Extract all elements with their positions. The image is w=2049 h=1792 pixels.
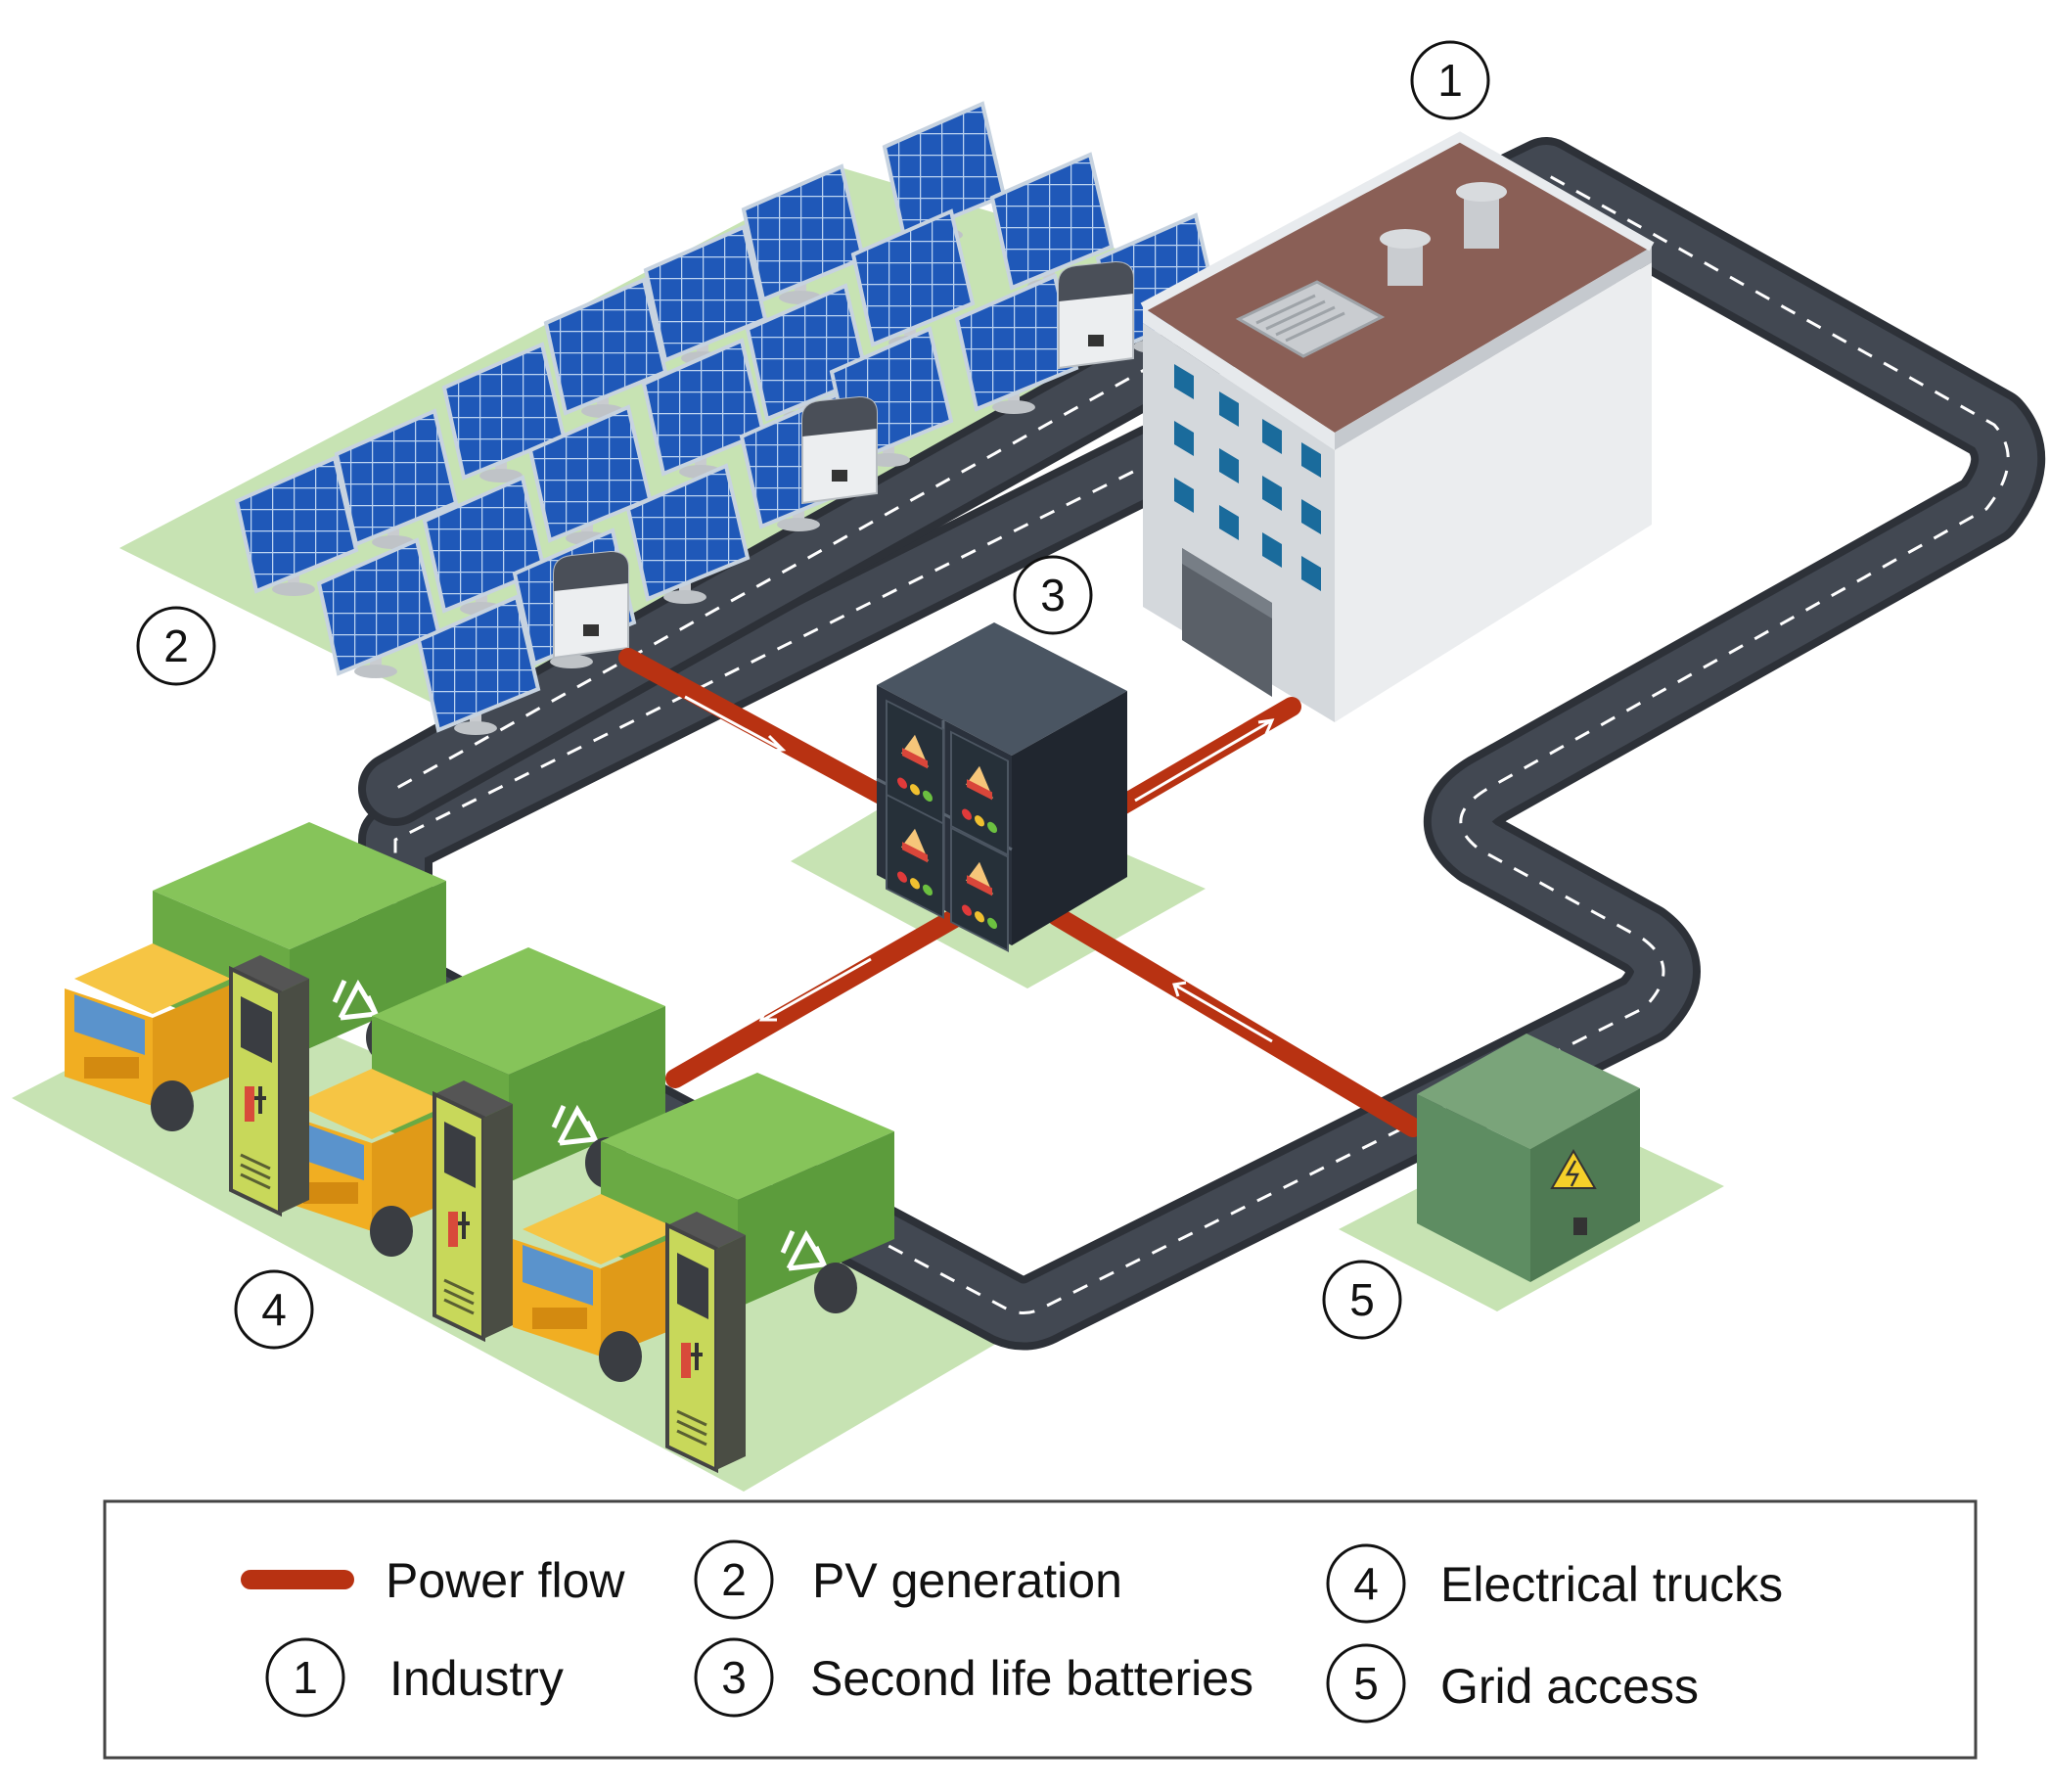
svg-text:Second life batteries: Second life batteries: [810, 1651, 1253, 1706]
svg-text:4: 4: [1353, 1558, 1379, 1609]
svg-text:Electrical trucks: Electrical trucks: [1440, 1557, 1783, 1612]
svg-text:2: 2: [163, 620, 189, 671]
svg-text:5: 5: [1349, 1274, 1375, 1325]
building-icon: [1140, 131, 1655, 722]
svg-text:1: 1: [293, 1652, 318, 1703]
charger-icon: [229, 953, 311, 1216]
legend: Power flow 1 Industry 2 PV generation 3 …: [103, 1499, 1978, 1760]
marker-pv: 2: [136, 606, 216, 686]
svg-text:4: 4: [261, 1284, 287, 1335]
high-voltage-icon: [1550, 1149, 1597, 1189]
legend-industry: 1 Industry: [265, 1637, 564, 1718]
svg-text:3: 3: [721, 1652, 747, 1703]
svg-text:2: 2: [721, 1554, 747, 1605]
inverter-icon: [553, 551, 629, 659]
svg-text:Industry: Industry: [389, 1651, 564, 1706]
svg-text:Power flow: Power flow: [386, 1553, 625, 1608]
legend-electrical-trucks: 4 Electrical trucks: [1326, 1543, 1783, 1624]
marker-trucks: 4: [234, 1269, 314, 1350]
svg-text:5: 5: [1353, 1658, 1379, 1709]
grid-access-box: [1417, 1034, 1640, 1282]
marker-batteries: 3: [1013, 555, 1093, 635]
legend-second-life-batteries: 3 Second life batteries: [694, 1637, 1253, 1718]
marker-industry: 1: [1410, 40, 1490, 120]
legend-pv-generation: 2 PV generation: [694, 1539, 1122, 1620]
svg-text:1: 1: [1437, 55, 1463, 106]
marker-grid: 5: [1322, 1260, 1402, 1340]
battery-rack-icon: [876, 622, 1127, 952]
road: [358, 137, 2046, 1351]
svg-text:PV generation: PV generation: [812, 1553, 1122, 1608]
legend-power-flow: Power flow: [241, 1553, 625, 1608]
legend-grid-access: 5 Grid access: [1326, 1643, 1699, 1723]
svg-text:3: 3: [1040, 570, 1066, 620]
svg-text:Grid access: Grid access: [1440, 1659, 1699, 1714]
